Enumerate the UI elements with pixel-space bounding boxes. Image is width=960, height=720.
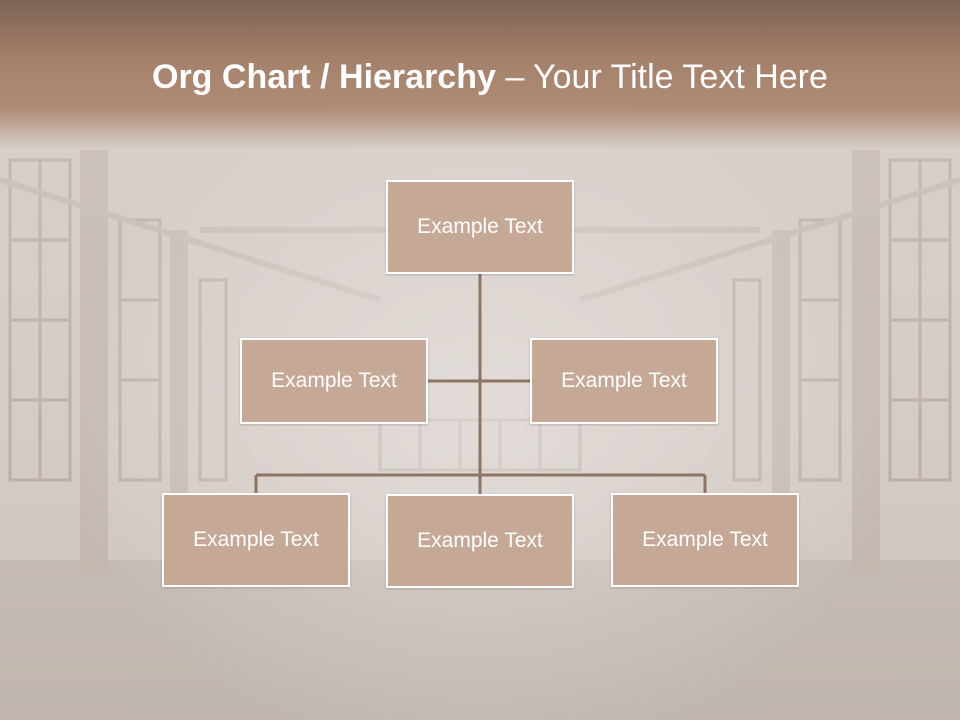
title-separator: – (495, 58, 534, 96)
assistant-node-right-label: Example Text (561, 369, 687, 392)
assistant-node-right[interactable]: Example Text (530, 338, 718, 424)
title-band (0, 0, 960, 150)
root-node-label: Example Text (417, 215, 543, 238)
root-node[interactable]: Example Text (386, 180, 574, 274)
child-node-right[interactable]: Example Text (611, 493, 799, 587)
title-bold: Org Chart / Hierarchy (152, 58, 496, 96)
assistant-node-left-label: Example Text (271, 369, 397, 392)
child-node-right-label: Example Text (642, 528, 768, 551)
child-node-center-label: Example Text (417, 529, 543, 552)
child-node-center[interactable]: Example Text (386, 494, 574, 588)
slide-title[interactable]: Org Chart / Hierarchy – Your Title Text … (152, 52, 932, 102)
title-rest: Your Title Text Here (533, 58, 828, 96)
child-node-left-label: Example Text (193, 528, 319, 551)
assistant-node-left[interactable]: Example Text (240, 338, 428, 424)
child-node-left[interactable]: Example Text (162, 493, 350, 587)
